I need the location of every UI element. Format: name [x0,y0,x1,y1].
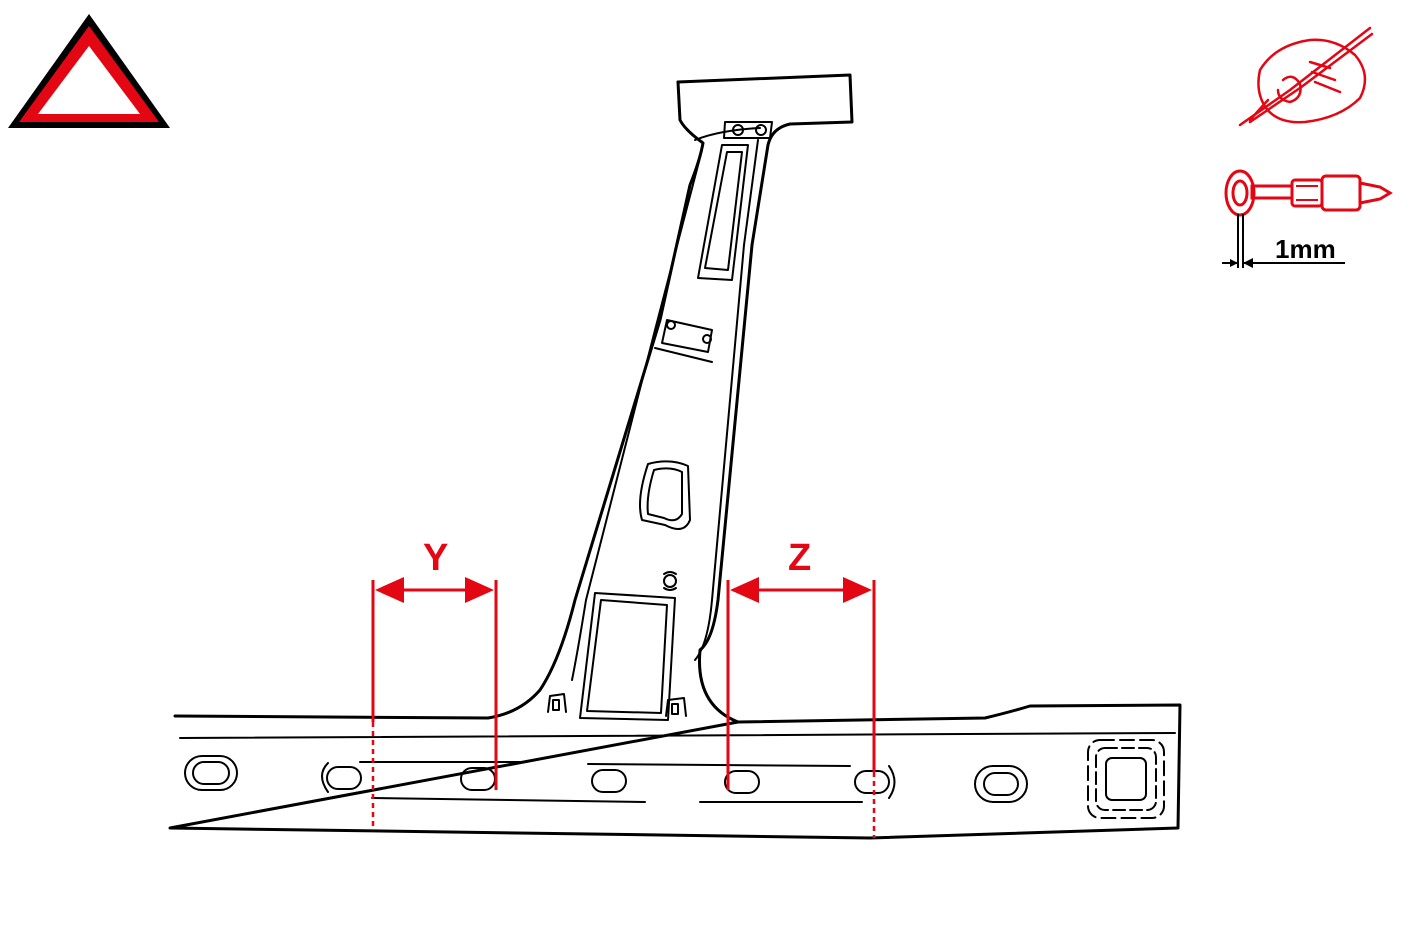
sill-square-hole [1087,739,1165,819]
dimension-y-label: Y [423,537,448,579]
sill-hole [184,755,238,791]
sill-hole [591,769,627,793]
sill-panel [168,703,1182,840]
dimension-y [371,577,498,830]
sill-hole [321,762,362,793]
drill-1mm-icon [1222,169,1393,268]
dimension-z [726,577,876,838]
sill-hole [724,770,760,794]
hand-writing-note-icon [1238,26,1374,127]
sill-hole [854,765,896,799]
gauge-value-label: 1mm [1275,234,1336,264]
warning-triangle-icon [8,14,170,128]
sill-hole [974,765,1028,803]
dimension-z-label: Z [788,537,811,579]
b-pillar [486,73,854,724]
